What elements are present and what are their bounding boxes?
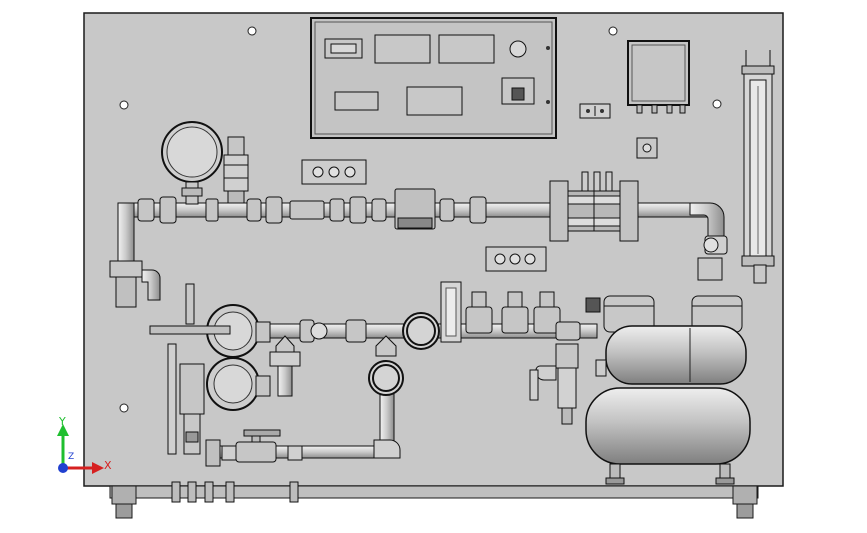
pressure-gauge-upper — [161, 121, 223, 205]
axis-triad: Y X Z — [57, 415, 112, 474]
upper-left-valve — [109, 260, 161, 308]
air-compressor — [585, 295, 751, 485]
bottom-drains — [171, 481, 299, 503]
flange-flowmeter — [549, 171, 639, 242]
pressure-transmitter — [223, 136, 249, 204]
terminal-plate-2 — [485, 246, 547, 272]
lower-line-fittings — [299, 291, 581, 343]
ball-valve-lower — [221, 429, 303, 463]
sight-glass — [440, 281, 462, 343]
left-column-valve — [167, 283, 221, 467]
lower-left-tee — [269, 335, 301, 367]
ring-tee — [375, 335, 397, 357]
air-filter-regulator — [529, 343, 579, 425]
control-box — [310, 17, 557, 139]
junction-box — [627, 40, 690, 159]
terminal-plate-top — [579, 103, 611, 119]
upper-fittings — [137, 188, 487, 230]
ring-fittings — [368, 312, 440, 396]
axis-label-z: Z — [68, 452, 74, 462]
rotameter — [741, 50, 775, 284]
mounting-holes — [119, 26, 722, 413]
terminal-plate-1 — [301, 159, 367, 185]
dual-gauges-lower — [149, 304, 271, 411]
axis-label-x: X — [104, 459, 112, 472]
axis-label-y: Y — [58, 415, 66, 428]
